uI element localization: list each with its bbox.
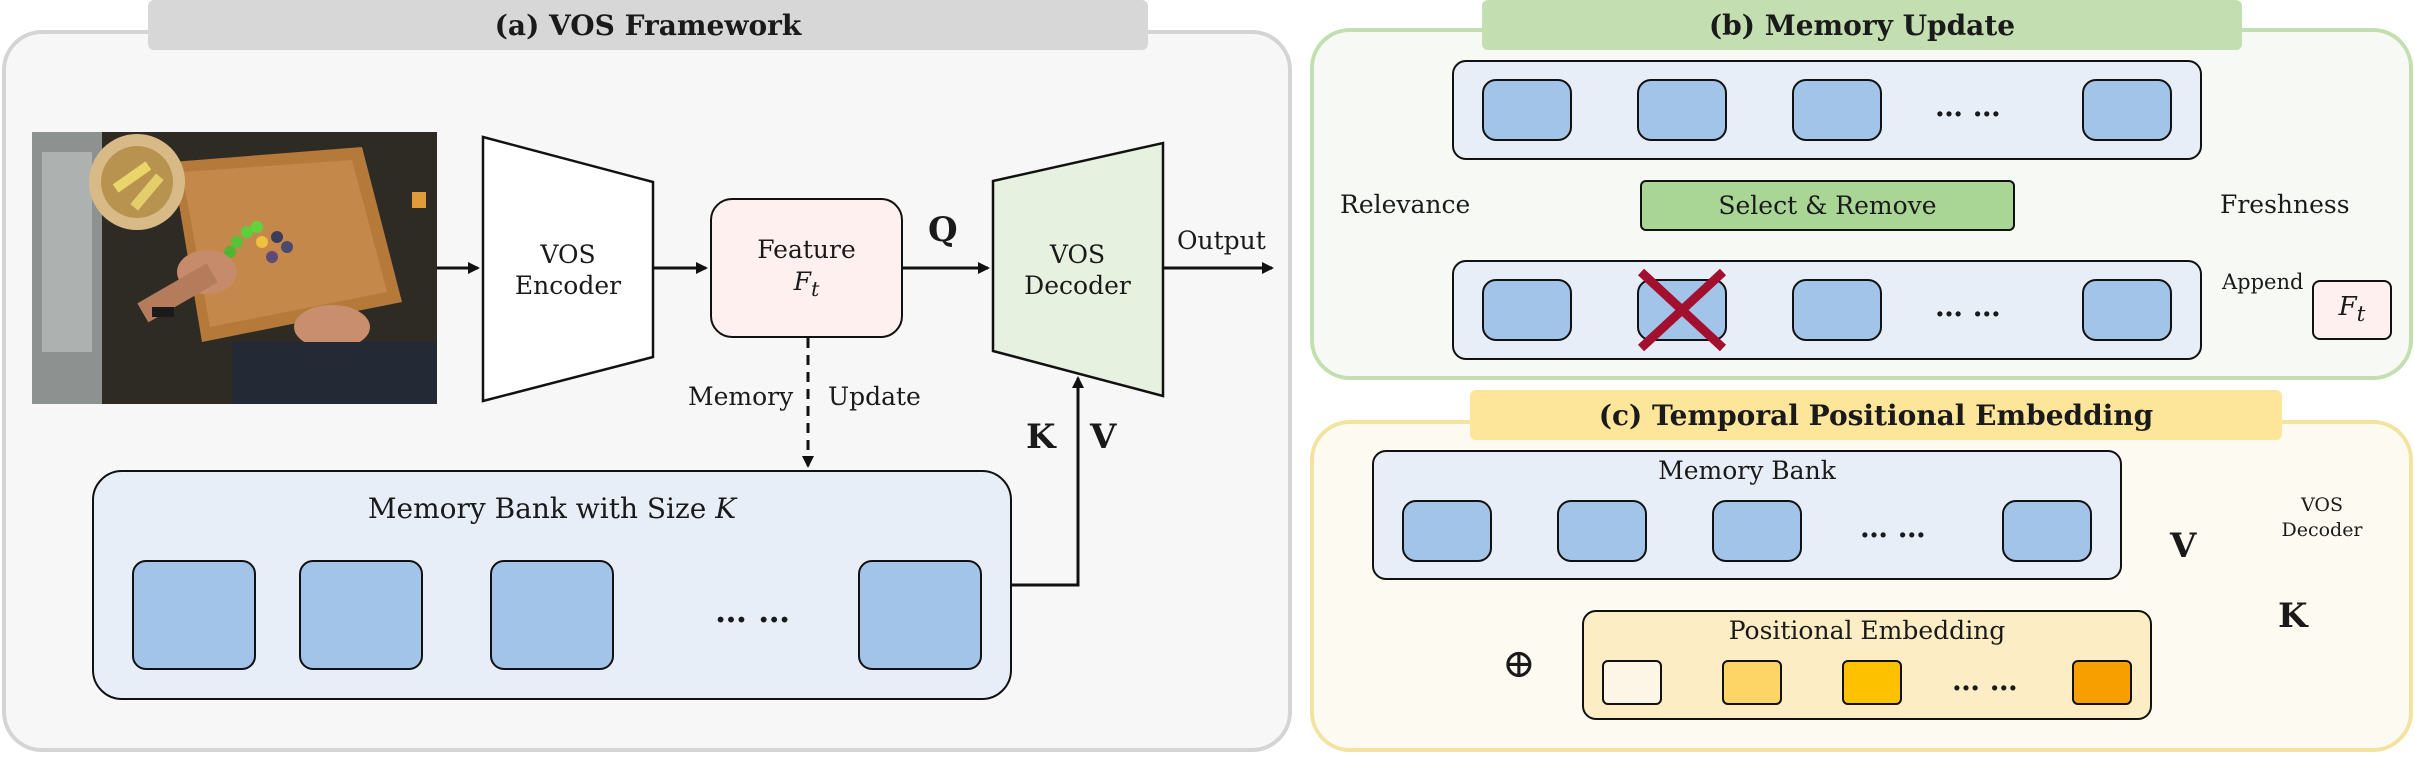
memory-block — [858, 560, 982, 670]
encoder-line-1: VOS — [540, 239, 596, 269]
select-remove-box: Select & Remove — [1640, 180, 2015, 231]
memory-block — [2002, 500, 2092, 562]
input-frame-image — [32, 132, 437, 404]
memory-bank-b-top-ellipsis: … … — [1935, 90, 2001, 123]
feature-box: Feature Ft — [710, 198, 903, 338]
memory-block — [1402, 500, 1492, 562]
vos-decoder-shape — [991, 141, 1165, 398]
output-label: Output — [1177, 226, 1266, 255]
query-label: Q — [928, 210, 958, 250]
decoder-line-1: VOS — [1049, 239, 1106, 269]
memory-block — [1712, 500, 1802, 562]
memory-bank-a-title: Memory Bank with Size K — [92, 492, 1012, 525]
memory-block — [1557, 500, 1647, 562]
input-video-frame — [32, 132, 437, 404]
vos-encoder: VOS Encoder — [493, 225, 643, 315]
vos-encoder-shape — [481, 135, 655, 403]
embedding-block — [1602, 660, 1662, 705]
new-feature-letter: F — [2338, 292, 2357, 323]
new-feature-box: Ft — [2312, 280, 2392, 340]
embedding-block — [1722, 660, 1782, 705]
memory-block — [1792, 279, 1882, 341]
feature-label: Feature — [757, 235, 856, 265]
remove-cross-icon — [1637, 268, 1727, 352]
memory-block — [1792, 79, 1882, 141]
feature-symbol-subscript: t — [810, 276, 820, 301]
memory-block — [1482, 279, 1572, 341]
embedding-block — [1842, 660, 1902, 705]
memory-block — [1637, 79, 1727, 141]
feature-symbol-letter: F — [793, 266, 811, 296]
memory-block — [132, 560, 256, 670]
memory-bank-b-bottom-ellipsis: … … — [1935, 290, 2001, 323]
memory-update-title: (b) Memory Update — [1482, 0, 2242, 50]
embedding-ellipsis: … … — [1952, 664, 2018, 697]
small-decoder-line-1: VOS — [2301, 494, 2343, 517]
value-label: V — [1090, 417, 1117, 457]
temporal-positional-embedding-title: (c) Temporal Positional Embedding — [1470, 390, 2282, 440]
memory-block — [2082, 279, 2172, 341]
append-label: Append — [2222, 270, 2304, 294]
add-operator-icon: ⊕ — [1502, 641, 1536, 687]
update-label: Update — [828, 382, 921, 411]
relevance-label: Relevance — [1340, 190, 1471, 219]
memory-bank-c-title: Memory Bank — [1658, 456, 1836, 485]
memory-bank-size-symbol: K — [715, 492, 737, 525]
memory-label: Memory — [688, 382, 794, 411]
small-decoder-line-2: Decoder — [2281, 519, 2363, 541]
encoder-line-2: Encoder — [514, 271, 622, 300]
decoder-line-2: Decoder — [1024, 271, 1131, 300]
new-feature-subscript: t — [2356, 302, 2366, 328]
vos-framework-title: (a) VOS Framework — [148, 0, 1148, 50]
memory-to-decoder-arrow — [1012, 376, 1084, 587]
memory-block — [1482, 79, 1572, 141]
memory-bank-c-ellipsis: … … — [1860, 511, 1926, 544]
embedding-block — [2072, 660, 2132, 705]
memory-bank-a-ellipsis: … … — [715, 592, 791, 630]
feature-symbol: Ft — [794, 266, 820, 302]
small-vos-decoder: VOS Decoder — [2262, 486, 2382, 550]
memory-block — [490, 560, 614, 670]
freshness-label: Freshness — [2220, 190, 2350, 219]
memory-block — [2082, 79, 2172, 141]
memory-block — [299, 560, 423, 670]
key-label-c: K — [2278, 596, 2308, 636]
positional-embedding-title: Positional Embedding — [1728, 616, 2006, 645]
new-feature-symbol: Ft — [2339, 291, 2366, 328]
memory-bank-a-title-text: Memory Bank with Size — [367, 492, 716, 525]
value-label-c: V — [2170, 526, 2197, 566]
vos-decoder: VOS Decoder — [1000, 225, 1155, 315]
key-label: K — [1026, 417, 1056, 457]
